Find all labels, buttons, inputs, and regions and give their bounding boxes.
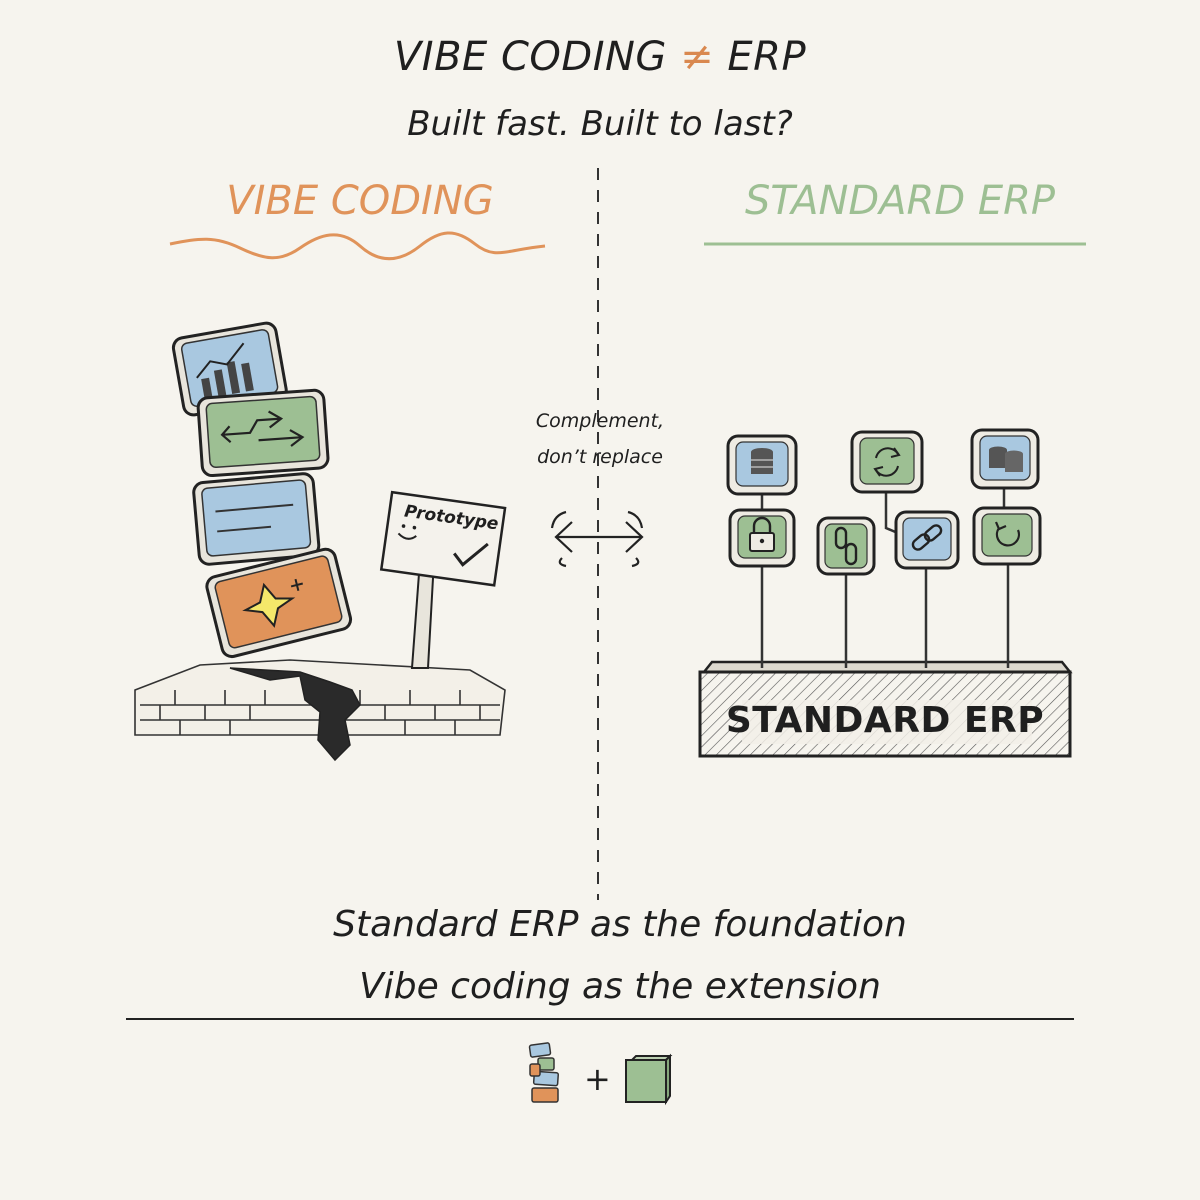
module-poles [760, 484, 1010, 668]
database-module-icon [726, 434, 798, 496]
storage-module-icon [970, 428, 1040, 490]
double-arrow-icon [550, 510, 644, 568]
title-left: VIBE CODING [393, 34, 667, 80]
vibe-wavy-underline [169, 231, 546, 261]
footer-plus-sign: + [584, 1060, 611, 1098]
standard-erp-heading: STANDARD ERP [744, 178, 1056, 224]
erp-foundation-label: STANDARD ERP [725, 700, 1045, 741]
complement-line-1: Complement, [535, 410, 665, 432]
wall-crack [229, 667, 361, 762]
erp-foundation-block [698, 660, 1073, 758]
lock-module-icon [728, 508, 796, 568]
title-not-equal-sign: ≠ [680, 34, 715, 80]
mini-cube-icon [625, 1053, 673, 1106]
page-subtitle: Built fast. Built to last? [407, 104, 793, 144]
vibe-coding-heading: VIBE CODING [226, 178, 494, 224]
mini-stack-icon [528, 1042, 560, 1103]
complement-line-2: don’t replace [537, 446, 663, 468]
page-title: VIBE CODING ≠ ERP [0, 34, 1200, 80]
stack-block-green-flow [196, 388, 330, 478]
title-right: ERP [727, 34, 807, 80]
link-module-icon [894, 510, 960, 570]
refresh-module-icon [972, 506, 1042, 566]
sync-module-icon [850, 430, 924, 494]
stack-block-orange-sparkle [205, 547, 353, 659]
stack-block-blue-form [192, 472, 321, 566]
footer-line-2: Vibe coding as the extension [359, 966, 881, 1007]
footer-line-1: Standard ERP as the foundation [333, 904, 907, 945]
chain-module-icon [816, 516, 876, 576]
prototype-sign [379, 490, 507, 669]
